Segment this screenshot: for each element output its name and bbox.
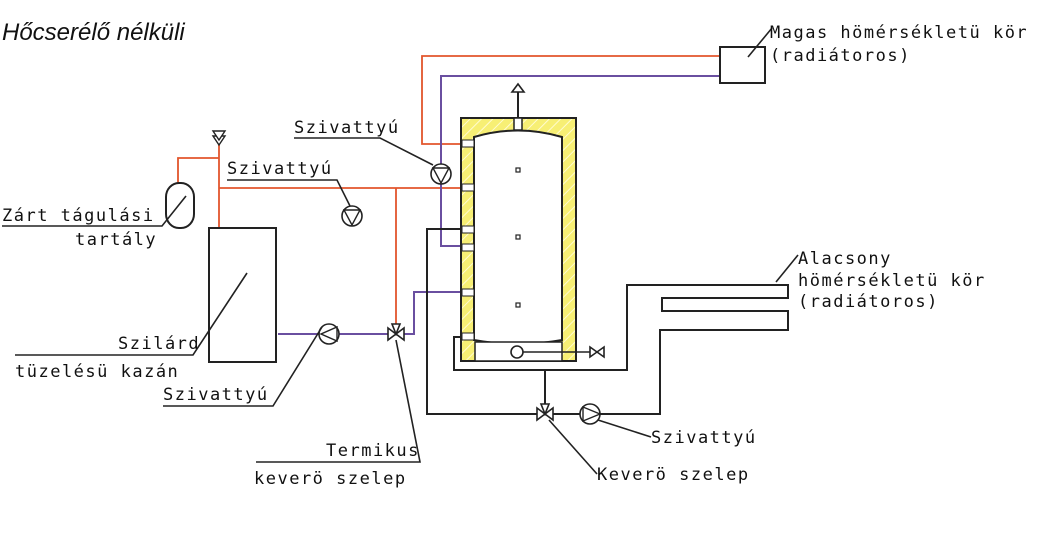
label-low-temp-2: hömérsékletü kör: [798, 271, 986, 291]
pump-low-triangle: [582, 405, 602, 423]
pump-middle-icon: [341, 205, 363, 227]
return-pipe-high-circuit: [440, 75, 720, 247]
label-pump-low: Szivattyú: [651, 428, 757, 448]
leader-pump-boiler: [163, 326, 323, 407]
label-low-temp-1: Alacsony: [798, 249, 892, 269]
air-vent-icon: [510, 82, 526, 93]
leader-low-temp: [775, 254, 799, 283]
label-expansion-2: tartály: [75, 230, 157, 250]
low-temp-pipes: [426, 228, 789, 415]
label-pump-boiler: Szivattyú: [163, 385, 269, 405]
sensor-socket-3: [515, 302, 521, 308]
thermal-valve-top: [390, 323, 402, 337]
label-thermal-1: Termikus: [326, 441, 420, 461]
label-mixing-valve: Keverö szelep: [597, 465, 750, 485]
solid-fuel-boiler: [208, 227, 277, 363]
label-high-temp-2: (radiátoros): [770, 46, 911, 66]
tank-port-4: [461, 243, 475, 252]
tank-port-1: [461, 139, 475, 148]
buffer-tank: [460, 82, 605, 362]
return-pipes: [278, 75, 720, 335]
pump-middle-triangle: [342, 209, 362, 227]
label-high-temp-1: Magas hömérsékletü kör: [770, 23, 1028, 43]
label-boiler-1: Szilárd: [118, 334, 200, 354]
leader-boiler: [15, 272, 248, 356]
drain-valve-icon: [589, 345, 605, 359]
pump-top-icon: [430, 163, 452, 185]
label-pump-middle: Szivattyú: [227, 159, 333, 179]
leader-pump-middle: [227, 179, 351, 207]
hot-pipes: [177, 55, 720, 327]
mixing-valve-top: [539, 403, 551, 417]
label-boiler-2: tüzelésü kazán: [15, 362, 179, 382]
low-pipe-radiator-loop: [453, 284, 789, 415]
tank-top-port: [513, 117, 523, 131]
tank-port-3: [461, 225, 475, 234]
leader-pump-top: [294, 137, 434, 166]
hot-pipe-expansion: [177, 157, 219, 183]
low-pipe-supply: [426, 228, 538, 415]
tank-port-5: [461, 288, 475, 297]
label-expansion-1: Zárt tágulási: [2, 206, 155, 226]
high-temp-radiator: [719, 46, 766, 84]
leader-high-temp: [747, 27, 773, 58]
expansion-tank: [165, 182, 195, 229]
safety-valve-top: [211, 130, 227, 142]
sensor-socket-1: [515, 167, 521, 173]
leader-mixing-valve: [548, 419, 598, 475]
diagram-title: Hőcserélő nélküli: [2, 19, 185, 46]
leader-expansion: [2, 195, 187, 227]
tank-port-6: [461, 332, 475, 341]
return-pipe-boiler: [278, 291, 461, 335]
label-thermal-2: keverö szelep: [254, 469, 407, 489]
label-pump-top: Szivattyú: [294, 118, 400, 138]
label-low-temp-3: (radiátoros): [798, 292, 939, 312]
tank-port-2: [461, 183, 475, 192]
pump-top-triangle: [431, 167, 451, 185]
sensor-socket-2: [515, 234, 521, 240]
leader-pump-low: [597, 419, 652, 438]
leader-thermal-valve: [256, 339, 421, 463]
pump-boiler-triangle: [319, 325, 338, 343]
drain-fitting-icon: [510, 345, 524, 359]
